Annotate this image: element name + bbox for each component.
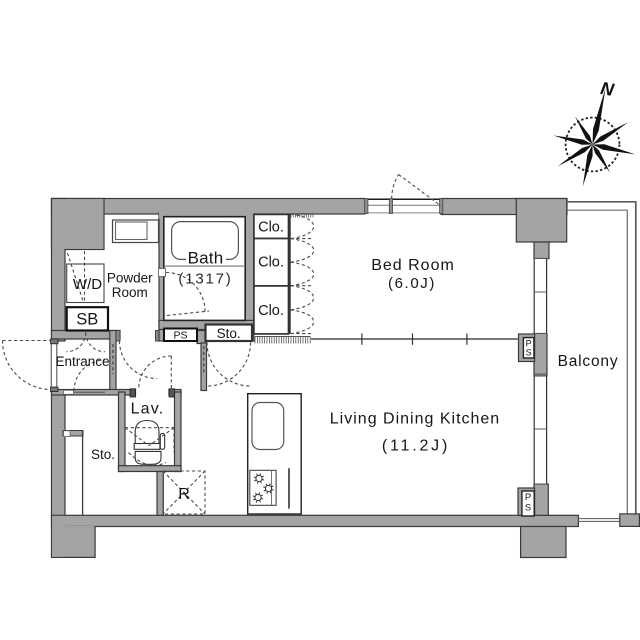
- svg-text:Clo.: Clo.: [258, 303, 284, 319]
- svg-text:Sto.: Sto.: [217, 326, 241, 341]
- svg-text:(6.0J): (6.0J): [388, 275, 436, 292]
- svg-text:W/D: W/D: [73, 276, 102, 293]
- svg-text:Entrance: Entrance: [55, 354, 109, 369]
- svg-text:Powder: Powder: [107, 271, 153, 286]
- svg-text:Lav.: Lav.: [131, 401, 165, 418]
- svg-text:Bed Room: Bed Room: [371, 257, 455, 274]
- svg-text:(11.2J): (11.2J): [382, 438, 450, 455]
- svg-text:Clo.: Clo.: [258, 255, 284, 271]
- svg-text:Balcony: Balcony: [558, 353, 619, 370]
- svg-text:P: P: [525, 492, 531, 503]
- svg-text:Living Dining Kitchen: Living Dining Kitchen: [330, 411, 500, 428]
- svg-text:Room: Room: [112, 285, 148, 300]
- svg-text:PS: PS: [173, 330, 187, 342]
- svg-text:P: P: [526, 339, 532, 349]
- svg-text:Clo.: Clo.: [258, 220, 284, 236]
- svg-text:R: R: [178, 486, 190, 503]
- svg-text:Bath: Bath: [188, 249, 224, 268]
- svg-text:(1317): (1317): [178, 271, 232, 288]
- svg-text:SB: SB: [76, 311, 98, 329]
- svg-text:N: N: [599, 78, 616, 100]
- svg-text:S: S: [526, 348, 532, 358]
- svg-text:Sto.: Sto.: [91, 447, 115, 462]
- svg-text:S: S: [525, 503, 531, 514]
